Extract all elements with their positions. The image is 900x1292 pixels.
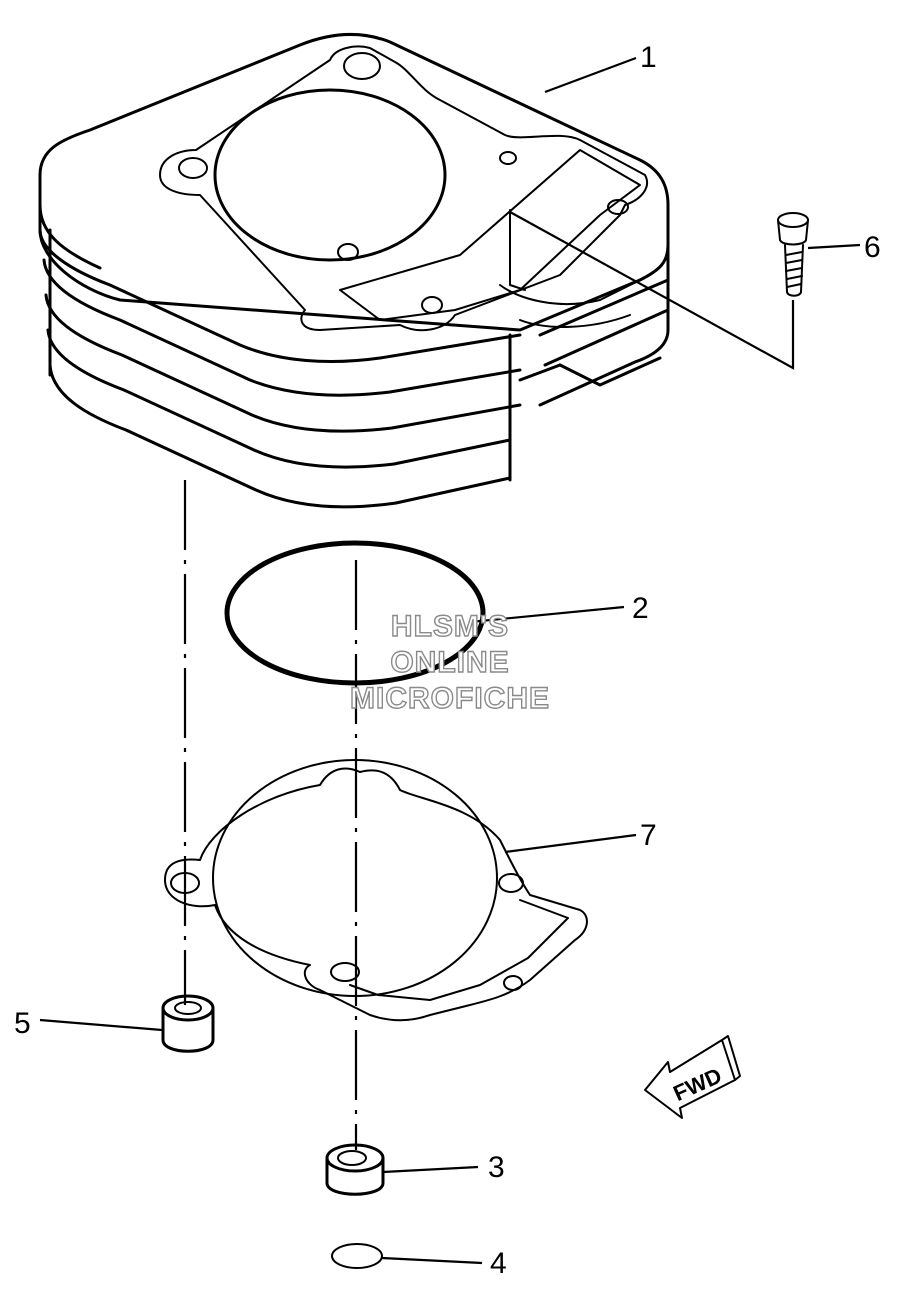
- forward-direction-arrow: FWD: [644, 1035, 741, 1119]
- part-1-cylinder: [38, 32, 670, 509]
- watermark-line-2: ONLINE: [390, 646, 509, 679]
- callout-2: 2: [632, 592, 649, 625]
- leader-lines: [39, 56, 861, 1265]
- watermark-line-1: HLSM'S: [391, 610, 509, 643]
- assembly-center-lines: [183, 211, 795, 1150]
- callout-7: 7: [640, 819, 657, 852]
- callout-6: 6: [864, 231, 881, 264]
- callout-5: 5: [14, 1007, 31, 1040]
- callout-1: 1: [640, 41, 657, 74]
- callout-3: 3: [488, 1151, 505, 1184]
- callout-4: 4: [490, 1247, 507, 1280]
- callout-labels: 1 2 3 4 5 6 7: [14, 41, 881, 1280]
- part-7-cylinder-gasket: [164, 759, 588, 1022]
- watermark: HLSM'S ONLINE MICROFICHE: [349, 609, 550, 715]
- part-6-bolt: [777, 212, 809, 297]
- watermark-line-3: MICROFICHE: [350, 682, 550, 715]
- part-5-dowel-pin: [161, 994, 215, 1053]
- part-3-dowel-pin: [325, 1143, 385, 1196]
- part-4-o-ring: [331, 1243, 383, 1269]
